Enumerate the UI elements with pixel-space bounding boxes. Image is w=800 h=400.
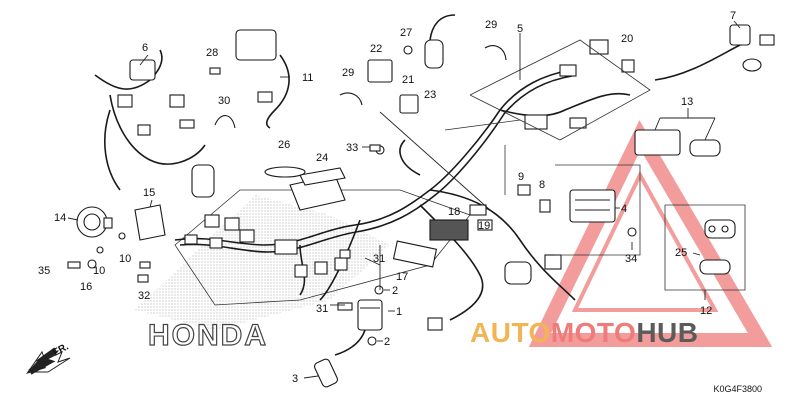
callout-24: 24 xyxy=(316,152,328,164)
part-fuse-box xyxy=(429,204,493,241)
callout-33: 33 xyxy=(346,142,358,154)
callout-28: 28 xyxy=(206,47,218,59)
leader-lines xyxy=(67,20,741,379)
callout-8: 8 xyxy=(539,179,545,191)
part-horn-bracket xyxy=(134,204,166,241)
callout-22: 22 xyxy=(370,43,382,55)
callout-21: 21 xyxy=(402,74,414,86)
callout-27: 27 xyxy=(400,27,412,39)
grouping-frames xyxy=(444,39,746,291)
front-direction-label: FR. xyxy=(51,341,71,358)
callout-34: 34 xyxy=(625,253,637,265)
honda-brand-outline: HONDA xyxy=(148,319,268,352)
watermark-logo: AUTOMOTOHUB xyxy=(470,317,698,349)
part-bolts-nuts xyxy=(67,145,637,269)
callout-9: 9 xyxy=(518,171,524,183)
callout-25: 25 xyxy=(675,247,687,259)
callout-13: 13 xyxy=(681,96,693,108)
part-coil-screws xyxy=(337,285,384,346)
part-spark-plug-cap xyxy=(314,329,366,388)
callout-2-upper: 2 xyxy=(392,285,398,297)
part-horn xyxy=(76,206,113,238)
watermark-part-moto: MOTO xyxy=(550,317,637,348)
callout-18: 18 xyxy=(448,206,460,218)
callout-29-left: 29 xyxy=(342,67,354,79)
watermark-part-hub: HUB xyxy=(636,317,699,348)
part-bolt-33 xyxy=(369,144,381,152)
part-ecu xyxy=(289,167,346,211)
callout-12: 12 xyxy=(700,305,712,317)
part-small-connectors-8-9 xyxy=(517,184,551,213)
callout-6: 6 xyxy=(142,42,148,54)
callout-30: 30 xyxy=(218,95,230,107)
part-smart-key-unit xyxy=(634,129,721,157)
part-clip-32 xyxy=(137,274,149,283)
callout-35: 35 xyxy=(38,265,50,277)
part-clamp-30 xyxy=(214,115,236,129)
callout-31-upper: 31 xyxy=(373,253,385,265)
callout-31-lower: 31 xyxy=(316,303,328,315)
callout-7: 7 xyxy=(730,10,736,22)
callout-10-lower: 10 xyxy=(93,265,105,277)
part-screw-28 xyxy=(209,67,221,75)
part-fuse-cover xyxy=(392,240,438,268)
part-ignition-lead xyxy=(235,29,290,129)
callout-19: 19 xyxy=(478,220,490,232)
callout-1: 1 xyxy=(396,306,402,318)
callout-32: 32 xyxy=(138,290,150,302)
part-relay xyxy=(621,59,635,73)
callout-10-upper: 10 xyxy=(119,253,131,265)
callout-16: 16 xyxy=(80,281,92,293)
part-band xyxy=(264,166,306,178)
part-clamps-29 xyxy=(339,45,507,106)
part-lower-connectors xyxy=(427,254,562,331)
part-ignition-coil xyxy=(357,299,383,331)
front-direction-arrow xyxy=(26,347,71,375)
callout-29-right: 29 xyxy=(485,19,497,31)
callout-15: 15 xyxy=(143,187,155,199)
diagram-code: K0G4F3800 xyxy=(713,384,762,394)
callout-4: 4 xyxy=(621,203,627,215)
callout-5: 5 xyxy=(517,23,523,35)
watermark-triangle xyxy=(528,120,773,347)
callout-17: 17 xyxy=(396,271,408,283)
callout-23: 23 xyxy=(424,89,436,101)
part-key-fobs xyxy=(699,219,736,275)
part-relays-21-22 xyxy=(367,59,419,114)
callout-labels: 1 2 2 3 4 5 6 7 8 9 10 10 11 12 13 14 15… xyxy=(38,10,736,385)
part-canister xyxy=(191,164,215,198)
callout-20: 20 xyxy=(621,33,633,45)
callout-3: 3 xyxy=(292,373,298,385)
part-fuel-lead xyxy=(654,24,775,81)
part-handlebar-harness xyxy=(94,49,206,191)
part-sub-harness xyxy=(524,39,609,130)
callout-2-lower: 2 xyxy=(384,336,390,348)
callout-14: 14 xyxy=(54,212,66,224)
harness-connector-cluster xyxy=(184,214,351,278)
callout-26: 26 xyxy=(278,139,290,151)
callout-11: 11 xyxy=(302,72,313,84)
part-regulator-rectifier xyxy=(569,189,616,223)
watermark-part-auto: AUTO xyxy=(470,317,551,348)
part-lead-23-27 xyxy=(403,14,456,69)
